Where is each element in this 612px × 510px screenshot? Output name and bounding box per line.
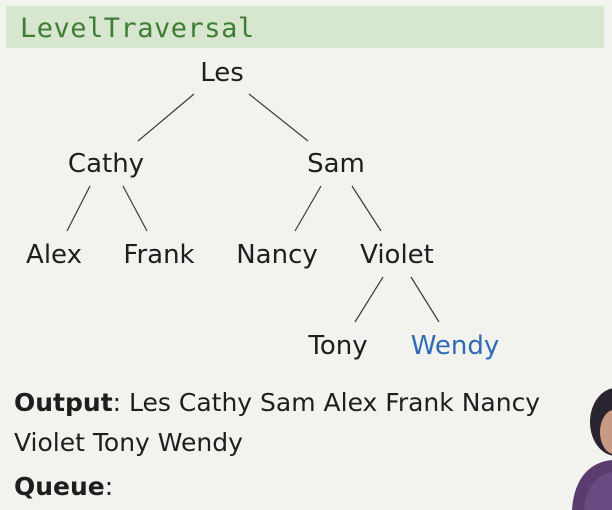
edge-violet-wendy <box>410 276 440 323</box>
tree-node-nancy: Nancy <box>236 240 318 270</box>
edge-les-sam <box>248 93 309 142</box>
tree-node-wendy: Wendy <box>410 331 500 361</box>
queue-label: Queue <box>14 472 105 501</box>
output-sequence-2: Violet Tony Wendy <box>14 428 243 457</box>
edge-cathy-frank <box>122 185 148 232</box>
output-line-1: Output: Les Cathy Sam Alex Frank Nancy <box>14 388 540 417</box>
title-bar: LevelTraversal <box>6 6 604 48</box>
tree-node-tony: Tony <box>308 331 368 361</box>
tree-node-alex: Alex <box>26 240 82 270</box>
slide-title: LevelTraversal <box>20 13 255 44</box>
queue-line: Queue: <box>14 472 113 501</box>
output-separator: : <box>112 388 122 417</box>
presenter-image <box>564 382 612 510</box>
edge-sam-violet <box>351 185 382 232</box>
tree-node-cathy: Cathy <box>67 149 145 179</box>
tree-node-violet: Violet <box>360 240 434 270</box>
edge-cathy-alex <box>66 185 91 232</box>
edge-sam-nancy <box>294 185 322 232</box>
output-label: Output <box>14 388 113 417</box>
queue-separator: : <box>104 472 114 501</box>
output-line-2: Violet Tony Wendy <box>14 428 243 457</box>
output-sequence-1: Les Cathy Sam Alex Frank Nancy <box>129 388 541 417</box>
tree-node-frank: Frank <box>123 240 195 270</box>
tree-node-sam: Sam <box>307 149 365 179</box>
edge-violet-tony <box>354 276 384 323</box>
edge-les-cathy <box>137 93 195 142</box>
tree-node-les: Les <box>200 58 244 88</box>
